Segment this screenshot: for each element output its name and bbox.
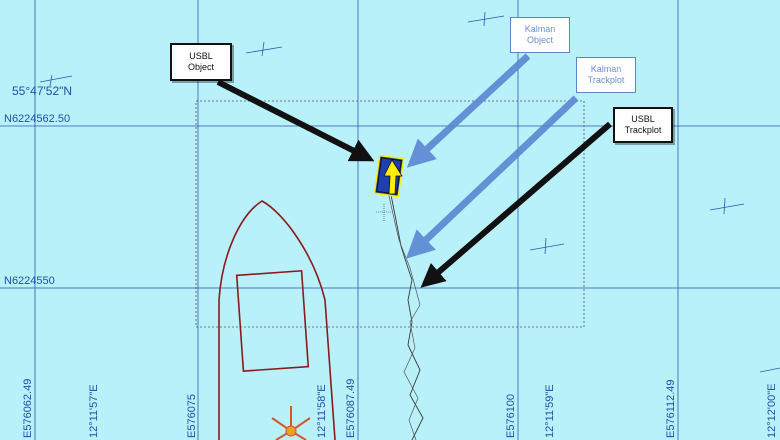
callout-line: Kalman	[524, 24, 556, 34]
easting-label: E576100	[505, 393, 517, 438]
callout-line: USBL	[189, 51, 213, 61]
longitude-label: 12°11'57"E	[88, 384, 100, 438]
latitude-label: 55°47'52"N	[12, 84, 73, 98]
usbl-trackplot-callout: USBL Trackplot	[613, 107, 673, 143]
kalman-trackplot-line	[390, 194, 424, 440]
kalman-object-callout: Kalman Object	[510, 17, 570, 53]
northing-label-top: N6224562.50	[4, 113, 71, 125]
callout-line: USBL	[631, 114, 655, 124]
callout-line: Object	[187, 62, 214, 72]
longitude-label: 12°12'00"E	[766, 383, 778, 438]
callout-line: Object	[526, 35, 553, 45]
easting-label: E576112.49	[665, 379, 677, 438]
object-marker-icon[interactable]	[373, 154, 405, 198]
callout-line: Trackplot	[587, 75, 625, 85]
kalman-trackplot-callout: Kalman Trackplot	[576, 57, 636, 93]
callout-line: Trackplot	[624, 125, 662, 135]
survey-area-box	[195, 100, 585, 328]
easting-label: E576087.49	[345, 378, 357, 438]
kalman-object-arrow	[406, 53, 531, 168]
usbl-trackplot-arrow	[420, 121, 612, 288]
longitude-label: 12°11'58"E	[316, 384, 328, 438]
graticule-ticks	[39, 11, 780, 373]
kalman-trackplot-arrow	[405, 95, 579, 259]
northing-label-mid: N6224550	[4, 275, 55, 287]
longitude-label: 12°11'59"E	[544, 384, 556, 438]
usbl-object-arrow	[216, 79, 375, 162]
vessel-outline[interactable]	[218, 200, 336, 440]
position-crosshair	[376, 204, 392, 222]
easting-label: E576062.49	[22, 378, 34, 438]
crane-icon	[271, 406, 311, 440]
usbl-object-callout: USBL Object	[170, 43, 232, 81]
callout-line: Kalman	[590, 64, 622, 74]
easting-label: E576075	[186, 393, 198, 438]
usbl-trackplot-line	[388, 195, 421, 440]
